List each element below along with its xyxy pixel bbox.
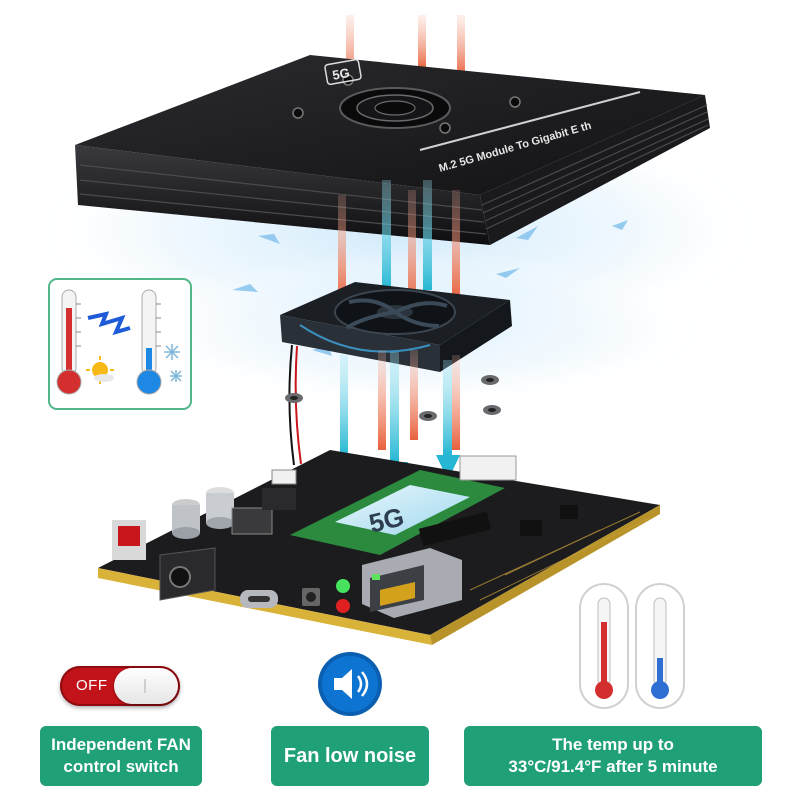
feature-noise-label: Fan low noise [283,745,417,767]
feature-switch-line2: control switch [63,757,179,776]
feature-switch-line1: Independent FAN [51,735,191,754]
snowflake-icon [164,344,182,382]
mid-air-arrows [338,180,460,310]
feature-fan-switch: Independent FAN control switch [40,726,202,786]
feature-low-noise: Fan low noise [271,726,429,786]
toggle-knob [114,668,178,704]
hot-thermometer-icon [56,289,82,395]
feature-temp-line1: The temp up to [552,735,674,754]
lid-badge-text: 5G [331,65,351,83]
standoff-screws [285,375,501,421]
cooling-effect-icon [48,278,192,410]
sun-icon [86,356,114,384]
feature-temp-line2: 33°C/91.4°F after 5 minute [508,757,718,776]
thermometer-icon [579,583,685,709]
fan-toggle-switch-icon: OFF [60,666,180,706]
cooling-fan [280,282,512,466]
lightning-icon [87,311,131,336]
circuit-board: 5G [98,450,660,645]
feature-temperature: The temp up to 33°C/91.4°F after 5 minut… [464,726,762,786]
speaker-muted-icon [318,652,382,716]
exploded-view-illustration: M.2 5G Module To Gigabit E th 5G [20,15,780,645]
toggle-off-label: OFF [76,677,108,694]
cold-thermometer-icon [136,289,162,395]
lid-5g-badge [324,58,362,86]
